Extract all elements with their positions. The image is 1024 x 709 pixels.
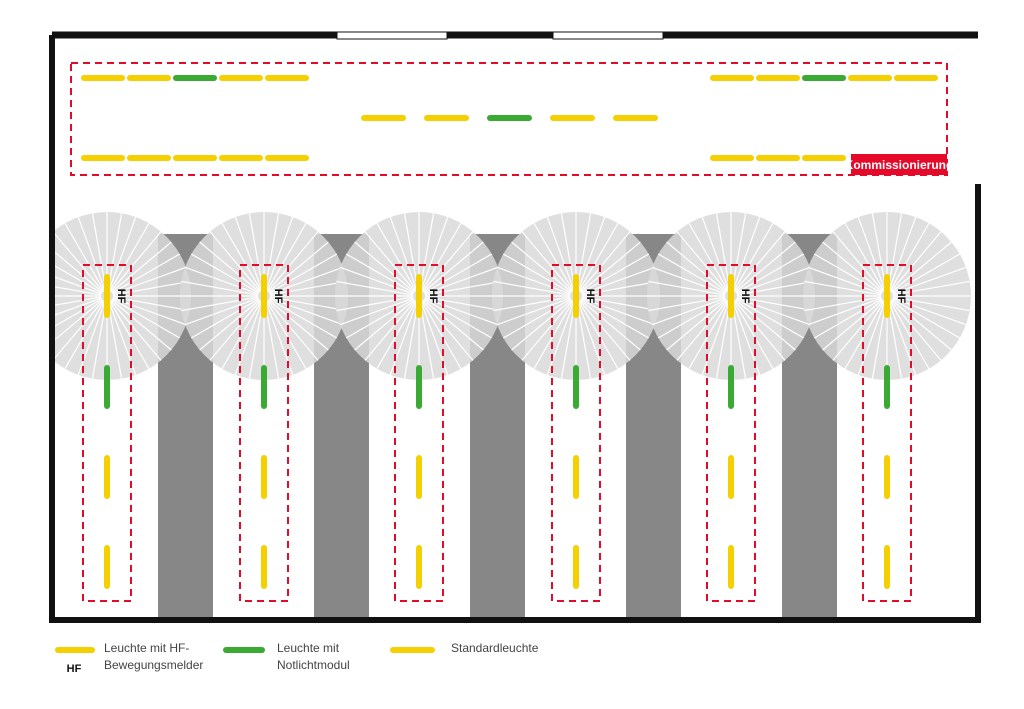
emergency-luminaire — [802, 75, 846, 81]
hf-luminaire — [728, 274, 734, 318]
hf-luminaire — [416, 274, 422, 318]
emergency-luminaire — [261, 365, 267, 409]
standard-luminaire — [884, 545, 890, 589]
hf-detection-area — [55, 212, 191, 380]
standard-luminaire — [848, 75, 892, 81]
window-left — [336, 31, 448, 40]
standard-luminaire — [81, 75, 125, 81]
legend-hf-text: Leuchte mit HF- Bewegungsmelder — [104, 641, 204, 672]
standard-luminaire — [219, 75, 263, 81]
legend-emergency-text: Leuchte mit Notlichtmodul — [277, 641, 350, 672]
standard-luminaire — [756, 155, 800, 161]
picking-zone-border — [70, 62, 948, 176]
building-walls — [49, 31, 981, 623]
legend-standard-text: Standardleuchte — [451, 641, 539, 655]
hf-sensor-tag: HF — [584, 289, 596, 304]
aisle-zone-border — [862, 264, 912, 602]
standard-luminaire — [573, 455, 579, 499]
standard-luminaire — [613, 115, 658, 121]
window-right — [552, 31, 664, 40]
standard-luminaire — [550, 115, 595, 121]
standard-luminaire — [802, 155, 846, 161]
standard-luminaire — [104, 455, 110, 499]
standard-luminaire — [265, 155, 309, 161]
hf-sensor-tag: HF — [427, 289, 439, 304]
standard-luminaire — [424, 115, 469, 121]
hf-sensor-tag: HF — [739, 289, 751, 304]
standard-luminaire — [173, 155, 217, 161]
hf-luminaire — [261, 274, 267, 318]
aisle-zone-border — [82, 264, 132, 602]
standard-luminaire — [416, 455, 422, 499]
hf-luminaire — [104, 274, 110, 318]
standard-luminaire — [361, 115, 406, 121]
standard-luminaire — [261, 545, 267, 589]
emergency-luminaire — [487, 115, 532, 121]
aisle-lighting: HF HF HF HF HF HF — [82, 264, 912, 602]
hf-sensor-tag: HF — [272, 289, 284, 304]
emergency-luminaire — [173, 75, 217, 81]
aisle-zone-border — [551, 264, 601, 602]
standard-luminaire — [728, 545, 734, 589]
legend-hf-tag: HF — [67, 663, 82, 675]
standard-luminaire — [265, 75, 309, 81]
standard-luminaire — [710, 75, 754, 81]
emergency-luminaire — [884, 365, 890, 409]
standard-luminaire — [416, 545, 422, 589]
legend-standard-swatch — [390, 647, 435, 653]
standard-luminaire — [573, 545, 579, 589]
standard-luminaire — [894, 75, 938, 81]
aisle-zone-border — [239, 264, 289, 602]
picking-zone-label: Kommissionierung — [845, 158, 954, 172]
hf-sensor-tag: HF — [115, 289, 127, 304]
standard-luminaire — [710, 155, 754, 161]
emergency-luminaire — [573, 365, 579, 409]
standard-luminaire — [756, 75, 800, 81]
picking-zone-luminaires — [81, 75, 938, 161]
standard-luminaire — [81, 155, 125, 161]
legend-emergency-swatch — [223, 647, 265, 653]
standard-luminaire — [261, 455, 267, 499]
emergency-luminaire — [416, 365, 422, 409]
picking-zone-label-box — [851, 154, 947, 175]
standard-luminaire — [127, 155, 171, 161]
hf-luminaire — [573, 274, 579, 318]
emergency-luminaire — [104, 365, 110, 409]
standard-luminaire — [104, 545, 110, 589]
standard-luminaire — [219, 155, 263, 161]
aisle-zone-border — [394, 264, 444, 602]
hf-luminaire — [884, 274, 890, 318]
emergency-luminaire — [728, 365, 734, 409]
legend-hf-swatch — [55, 647, 95, 653]
standard-luminaire — [127, 75, 171, 81]
hf-sensor-tag: HF — [895, 289, 907, 304]
standard-luminaire — [884, 455, 890, 499]
standard-luminaire — [728, 455, 734, 499]
aisle-zone-border — [706, 264, 756, 602]
